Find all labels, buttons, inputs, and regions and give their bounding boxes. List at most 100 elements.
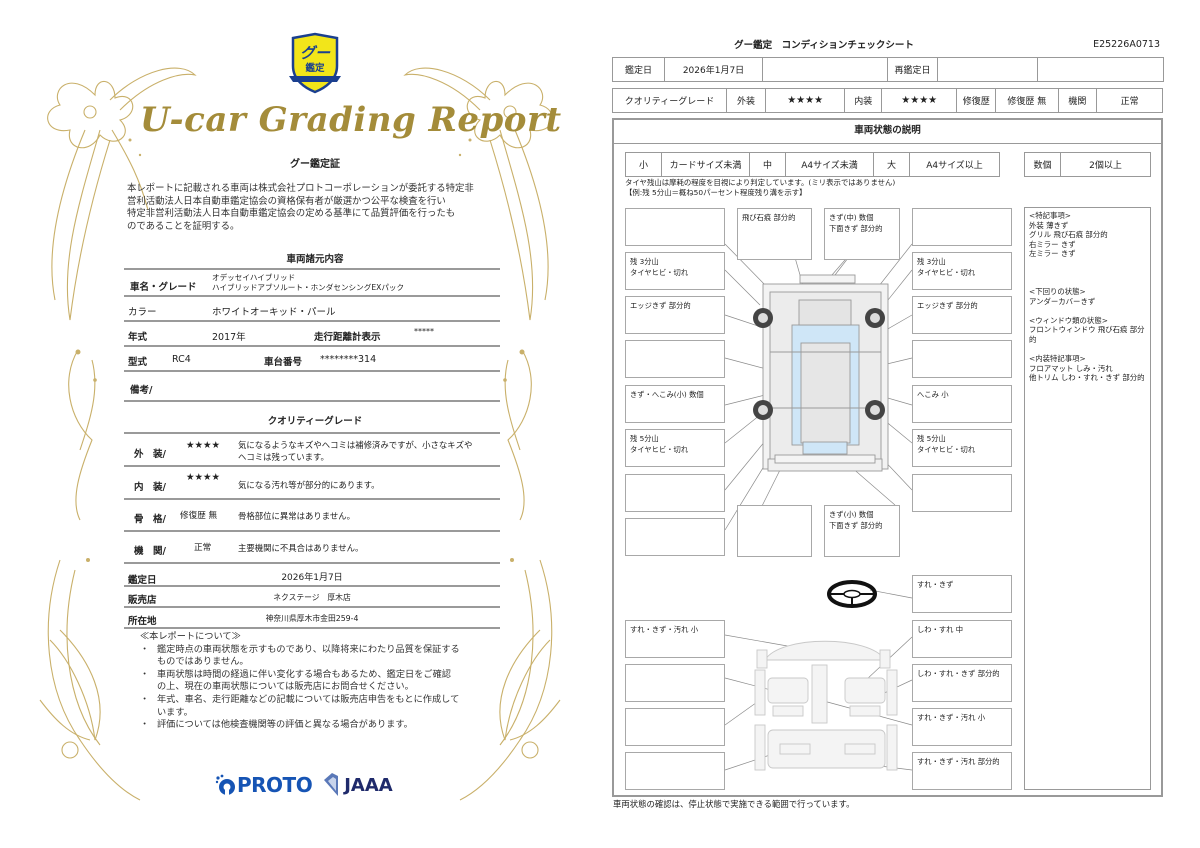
interior-label: 内 装/	[134, 482, 166, 493]
interior-box-right-1: すれ・きず	[912, 575, 1012, 613]
interior-box-left-2	[625, 664, 725, 702]
remarks-label: 備考/	[130, 385, 153, 396]
note-item: 鑑定時点の車両状態を示すものであり、以降将来にわたり品質を保証するものではありま…	[140, 644, 500, 669]
quality-row-exterior: 外 装/ ★★★★ 気になるようなキズやヘコミは補修済みですが、小さなキズや ヘ…	[124, 434, 500, 467]
condition-text: きず(小) 数個	[829, 510, 874, 519]
note-line: ものではありません。	[157, 656, 249, 668]
condition-box-right-7	[912, 474, 1012, 512]
note-item: 評価については他検査機関等の評価と異なる場合があります。	[140, 719, 500, 732]
name-label: 車名・グレード	[130, 282, 197, 293]
int-label: 内装	[844, 88, 883, 113]
condition-text: すれ・きず・汚れ 小	[630, 625, 698, 634]
remarks-window: <ウィンドウ類の状態> フロントウィンドウ 飛び石痕 部分的	[1029, 316, 1146, 345]
legend-small-desc: カードサイズ未満	[661, 152, 750, 177]
condition-box-right-1	[912, 208, 1012, 246]
frame-desc: 骨格部位に異常はありません。	[238, 511, 355, 521]
note-item: 車両状態は時間の経過に伴い変化する場合もあるため、鑑定日をご確認の上、現在の車両…	[140, 669, 500, 694]
tire-note: タイヤ残山は摩耗の程度を目視により判定しています。(ミリ表示ではありません) 【…	[625, 178, 895, 198]
condition-box-left-3: エッジきず 部分的	[625, 296, 725, 334]
condition-text: 残 3分山	[917, 257, 946, 266]
grade-label: クオリティーグレード	[611, 88, 728, 113]
interior-box-left-3	[625, 708, 725, 746]
condition-text: タイヤヒビ・切れ	[630, 445, 689, 454]
condition-box-top-center: 飛び石痕 部分的	[737, 208, 812, 260]
legend-large-desc: A4サイズ以上	[909, 152, 1000, 177]
sheet-date-label: 鑑定日	[612, 57, 665, 82]
name-value-line2: ハイブリッドアブソルート・ホンダセンシングEXパック	[212, 283, 405, 292]
condition-section-title: 車両状態の説明	[612, 118, 1163, 144]
name-value-line1: オデッセイハイブリッド	[212, 273, 296, 282]
condition-box-left-4	[625, 340, 725, 378]
goo-kantei-badge: グー 鑑定	[287, 32, 343, 94]
remarks-heading: <ウィンドウ類の状態>	[1029, 315, 1108, 325]
note-line: の上、現在の車両状態については販売店にお問合せください。	[157, 681, 414, 693]
condition-box-left-7	[625, 474, 725, 512]
condition-box-bottom-center	[737, 505, 812, 557]
remarks-line: アンダーカバーきず	[1029, 296, 1096, 306]
tire-note-line: 【例:残 5分山＝概ね50パーセント程度残り溝を示す】	[625, 188, 807, 197]
legend-large: 大	[873, 152, 910, 177]
proto-logo: PROTO	[215, 773, 313, 797]
condition-box-right-5: へこみ 小	[912, 385, 1012, 423]
legend-several-desc: 2個以上	[1060, 152, 1151, 177]
engine-grade: 正常	[194, 543, 212, 553]
specs-table: 車名・グレード オデッセイハイブリッド ハイブリッドアブソルート・ホンダセンシン…	[124, 268, 500, 402]
quality-table: 外 装/ ★★★★ 気になるようなキズやヘコミは補修済みですが、小さなキズや ヘ…	[124, 432, 500, 564]
condition-frame	[612, 118, 1163, 797]
engine-label: 機 関/	[134, 546, 166, 557]
count-legend: 数個 2個以上	[1024, 152, 1151, 177]
jaaa-text: JAAA	[344, 774, 393, 796]
quality-row-engine: 機 関/ 正常 主要機関に不具合はありません。	[124, 532, 500, 564]
remarks-line: フロアマット しみ・汚れ	[1029, 363, 1113, 373]
condition-box-top-right: きず(中) 数個下面きず 部分的	[824, 208, 900, 260]
legend-medium-desc: A4サイズ未満	[785, 152, 874, 177]
condition-text: タイヤヒビ・切れ	[917, 268, 976, 277]
condition-text: タイヤヒビ・切れ	[917, 445, 976, 454]
repair-label: 修復歴	[956, 88, 997, 113]
statement-line: のであることを証明する。	[127, 220, 240, 232]
engine-label: 機関	[1057, 88, 1098, 113]
model-value: RC4	[172, 354, 191, 365]
quality-row-frame: 骨 格/ 修復歴 無 骨格部位に異常はありません。	[124, 500, 500, 532]
condition-text: タイヤヒビ・切れ	[630, 268, 689, 277]
remarks-line: 左ミラー きず	[1029, 249, 1076, 259]
condition-text: しわ・すれ・きず 部分的	[917, 669, 1000, 678]
color-label: カラー	[128, 307, 157, 318]
condition-text: エッジきず 部分的	[630, 301, 691, 310]
proto-text: PROTO	[237, 773, 313, 797]
inspection-table: 鑑定日 2026年1月7日 販売店 ネクステージ 厚木店 所在地 神奈川県厚木市…	[124, 566, 500, 629]
engine-value: 正常	[1096, 88, 1163, 113]
note-line: 評価については他検査機関等の評価と異なる場合があります。	[157, 719, 413, 731]
interior-box-right-3: しわ・すれ・きず 部分的	[912, 664, 1012, 702]
certificate-statement: 本レポートに記載される車両は株式会社プロトコーポレーションが委託する特定非 営利…	[127, 183, 502, 233]
condition-box-right-3: エッジきず 部分的	[912, 296, 1012, 334]
exterior-label: 外 装/	[134, 449, 166, 460]
condition-text: しわ・すれ 中	[917, 625, 964, 634]
sheet-id: E25226A0713	[1093, 39, 1160, 50]
odometer-label: 走行距離計表示	[314, 332, 381, 343]
inspection-row-dealer: 販売店 ネクステージ 厚木店	[124, 587, 500, 608]
interior-grade: ★★★★	[186, 472, 221, 483]
badge-line1: グー	[299, 44, 330, 62]
exterior-desc-line1: 気になるようなキズやヘコミは補修済みですが、小さなキズや	[238, 440, 473, 450]
remarks-line: 他トリム しわ・すれ・きず 部分的	[1029, 373, 1145, 383]
proto-mark-icon	[215, 774, 235, 796]
frame-grade: 修復歴 無	[180, 511, 218, 521]
remarks-line: グリル 飛び石痕 部分的	[1029, 230, 1108, 240]
footer-logos: PROTO JAAA	[215, 768, 415, 802]
condition-text: すれ・きず・汚れ 小	[917, 713, 985, 722]
address-value: 神奈川県厚木市金田259-4	[265, 614, 359, 623]
report-notes: ≪本レポートについて≫ 鑑定時点の車両状態を示すものであり、以降将来にわたり品質…	[140, 631, 500, 732]
remarks-line: 右ミラー きず	[1029, 239, 1076, 249]
statement-line: 本レポートに記載される車両は株式会社プロトコーポレーションが委託する特定非	[127, 183, 474, 194]
condition-box-left-2: 残 3分山タイヤヒビ・切れ	[625, 252, 725, 290]
statement-line: 営利活動法人日本自動車鑑定協会の資格保有者が厳選かつ公平な検査を行い	[127, 195, 446, 207]
condition-box-left-8	[625, 518, 725, 556]
sheet-title: グー鑑定 コンディションチェックシート	[734, 40, 914, 51]
condition-text: 飛び石痕 部分的	[742, 213, 796, 222]
condition-box-left-6: 残 5分山タイヤヒビ・切れ	[625, 429, 725, 467]
legend-several: 数個	[1024, 152, 1061, 177]
certificate-heading: グー鑑定証	[290, 159, 340, 170]
model-label: 型式	[128, 357, 148, 368]
condition-text: 残 5分山	[917, 434, 946, 443]
